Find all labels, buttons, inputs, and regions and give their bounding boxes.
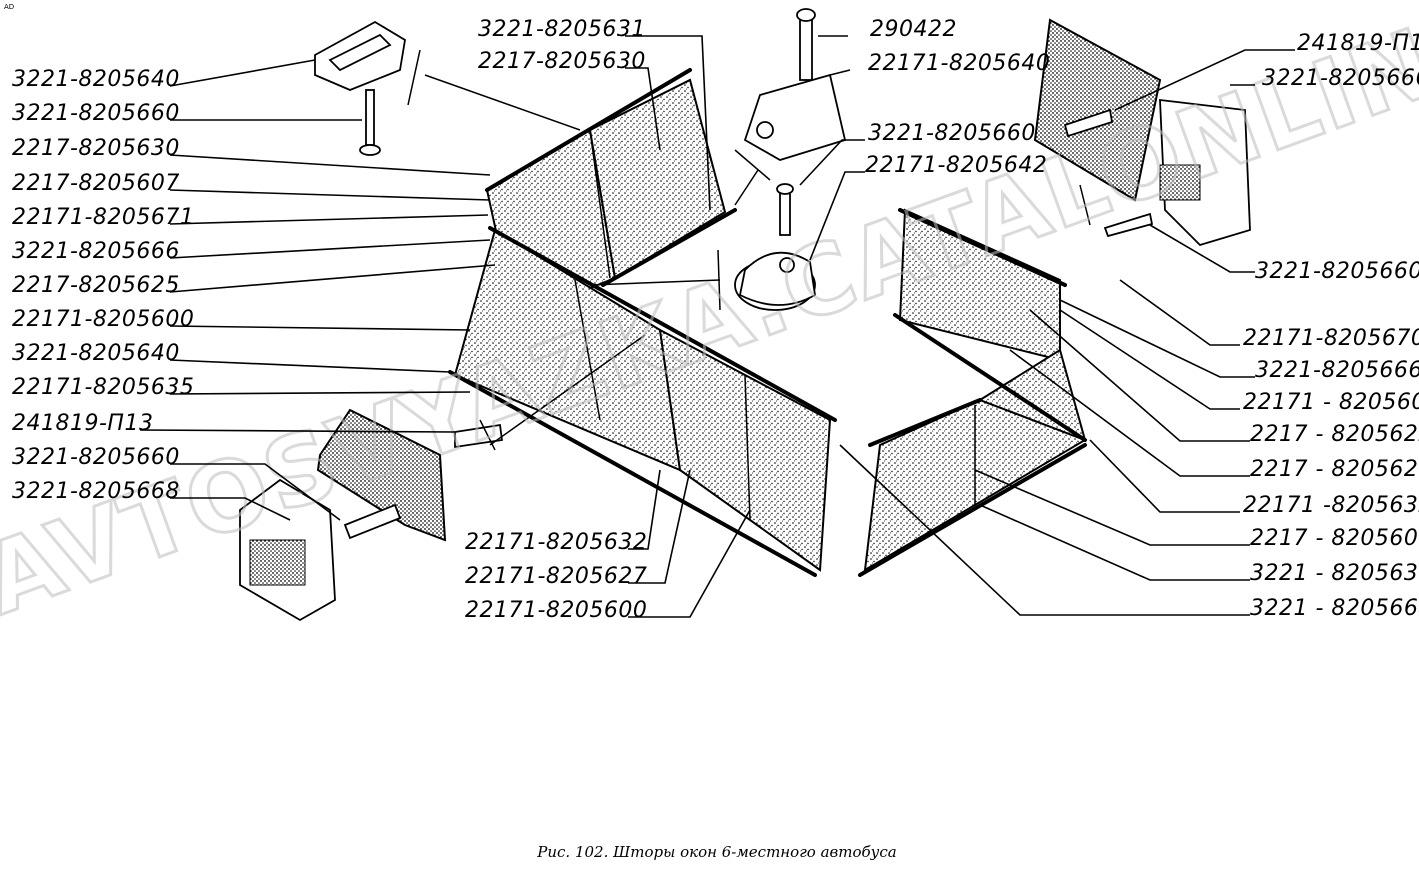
leader-lines [139,35,1295,618]
part-label: 22171-8205600 [465,598,647,623]
part-label: 3221 - 8205664 [1250,596,1419,621]
part-label: 22171-8205635 [12,375,194,400]
part-label: 22171-8205671 [12,205,194,230]
corner-mark: AD [4,3,14,11]
left-curtain-assembly [448,68,837,577]
part-label: 22171-8205632 [465,530,647,555]
part-label: 3221-8205660 [12,445,180,470]
part-label: 241819-П13 [1297,31,1419,56]
explode-markers [407,49,1091,451]
labels-top: 3221-8205631 2217-8205630 290422 22171-8… [478,17,1050,178]
part-label: 241819-П13 [12,411,153,436]
part-label: 3221-8205668 [12,479,180,504]
part-label: 2217-8205625 [12,273,180,298]
part-label: 290422 [870,17,957,42]
watermark: AVTOSVYAZKA.CATALONLINE [0,0,1419,638]
right-curtain-assembly [858,208,1088,577]
labels-bottom: 22171-8205632 22171-8205627 22171-820560… [465,530,647,623]
part-label: 3221-8205631 [478,17,646,42]
part-label: 2217 - 8205622 [1250,422,1419,447]
part-label: 3221-8205666 [1262,66,1419,91]
figure-caption: Рис. 102. Шторы окон 6-местного автобуса [536,843,896,861]
part-label: 2217 - 8205606 [1250,526,1419,551]
part-label: 22171 - 8205600 [1243,390,1419,415]
part-label: 3221-8205660 [1255,259,1419,284]
part-label: 3221-8205640 [12,67,180,92]
top-center-brackets [734,8,847,311]
labels-left: 3221-8205640 3221-8205660 2217-8205630 2… [12,67,194,504]
top-left-holder [314,20,406,156]
part-label: 2217-8205630 [12,136,180,161]
part-label: 3221-8205666 [12,239,180,264]
part-label: 22171-8205600 [12,307,194,332]
part-label: 2217-8205607 [12,171,180,196]
lower-left-brackets [239,408,504,622]
part-label: 2217 - 8205628 [1250,457,1419,482]
part-label: 3221 - 8205630 [1250,561,1419,586]
part-label: 3221-8205666 [1255,358,1419,383]
part-label: 3221-8205660 [868,121,1036,146]
part-label: 22171-8205642 [865,153,1047,178]
part-label: 22171-8205640 [868,51,1050,76]
part-label: 3221-8205640 [12,341,180,366]
part-label: 22171-8205670 [1243,326,1419,351]
part-label: 2217-8205630 [478,49,646,74]
part-label: 22171-8205627 [465,564,647,589]
part-label: 3221-8205660 [12,101,180,126]
part-label: 22171 -8205632 [1243,493,1419,518]
labels-right: 241819-П13 3221-8205666 3221-8205660 221… [1243,31,1419,621]
upper-right-bracket [1033,18,1251,247]
